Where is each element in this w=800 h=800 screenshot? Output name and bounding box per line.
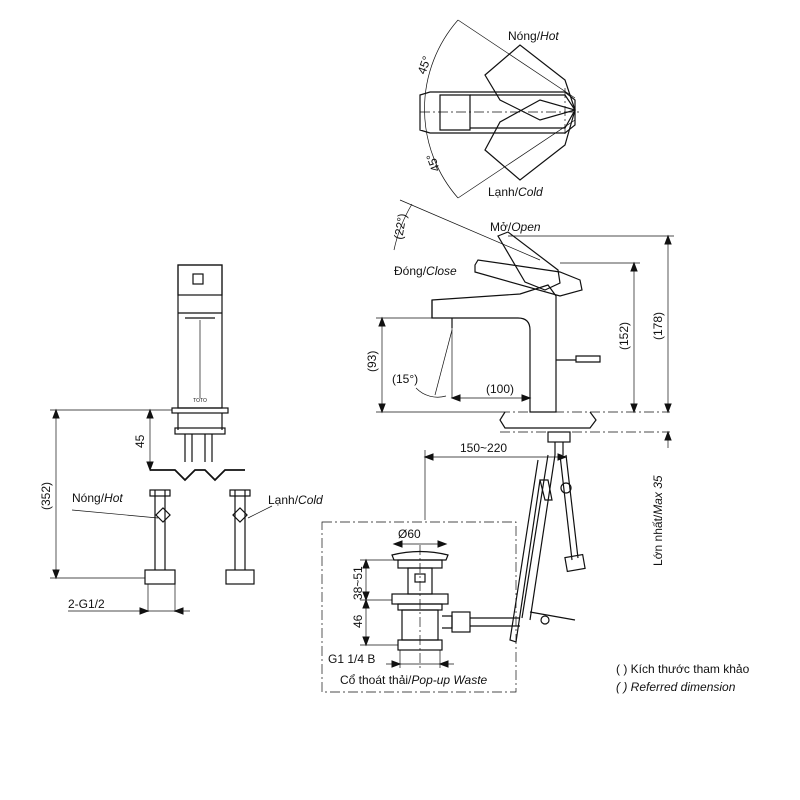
height-178-label: (178): [651, 312, 665, 340]
front-hose-hot: [154, 490, 166, 570]
front-hot-label: Nóng/Hot: [72, 491, 123, 505]
handle-closed: [474, 259, 583, 297]
front-cold-label: Lạnh/Cold: [268, 493, 323, 507]
handle-open: [497, 231, 561, 291]
height-352-label: (352): [39, 482, 53, 510]
pop-up-waste: [391, 545, 520, 668]
hose-left: [521, 454, 556, 621]
deck-plate: [499, 411, 597, 429]
rotation-arc: [424, 19, 459, 199]
depth-45-label: 45: [133, 434, 147, 448]
side-elevation: [393, 199, 670, 643]
waste-detail-frame: [321, 521, 517, 693]
reach-label: (100): [486, 382, 514, 396]
waste-46-label: 46: [351, 614, 365, 628]
hose-right: [559, 454, 579, 561]
close-label: Đóng/Close: [394, 264, 457, 278]
top-cold-label: Lạnh/Cold: [488, 185, 543, 199]
angle-bottom-label: 45°: [423, 152, 442, 174]
hole-range-label: 150~220: [460, 441, 507, 455]
spout-angle-label: (15°): [392, 372, 418, 386]
deck-max-label: Lớn nhất/Max 35: [651, 475, 665, 566]
thread-hose-label: 2-G1/2: [68, 597, 105, 611]
height-152-label: (152): [617, 322, 631, 350]
top-hot-label: Nóng/Hot: [508, 29, 559, 43]
waste-thread-label: G1 1/4 B: [328, 652, 375, 666]
open-label: Mở/Open: [490, 220, 541, 234]
faucet-body: [431, 284, 557, 413]
top-body: [419, 91, 576, 134]
front-view: [144, 264, 255, 585]
top-handle-hot: [484, 44, 576, 121]
legend-en: ( ) Referred dimension: [616, 680, 736, 694]
legend-vn: ( ) Kích thước tham khảo: [616, 662, 750, 676]
waste-title-label: Cổ thoát thải/Pop-up Waste: [340, 673, 488, 687]
lever-angle-label: (22°): [391, 212, 409, 240]
top-view: [419, 19, 580, 199]
waste-38-label: 38~51: [351, 566, 365, 600]
brand-mark: TOTO: [193, 398, 207, 404]
top-handle-cold: [484, 99, 576, 181]
waste-dia-label: Ø60: [398, 527, 421, 541]
height-93-label: (93): [365, 351, 379, 372]
front-hose-cold: [234, 490, 246, 570]
angle-top-label: 45°: [415, 54, 434, 76]
